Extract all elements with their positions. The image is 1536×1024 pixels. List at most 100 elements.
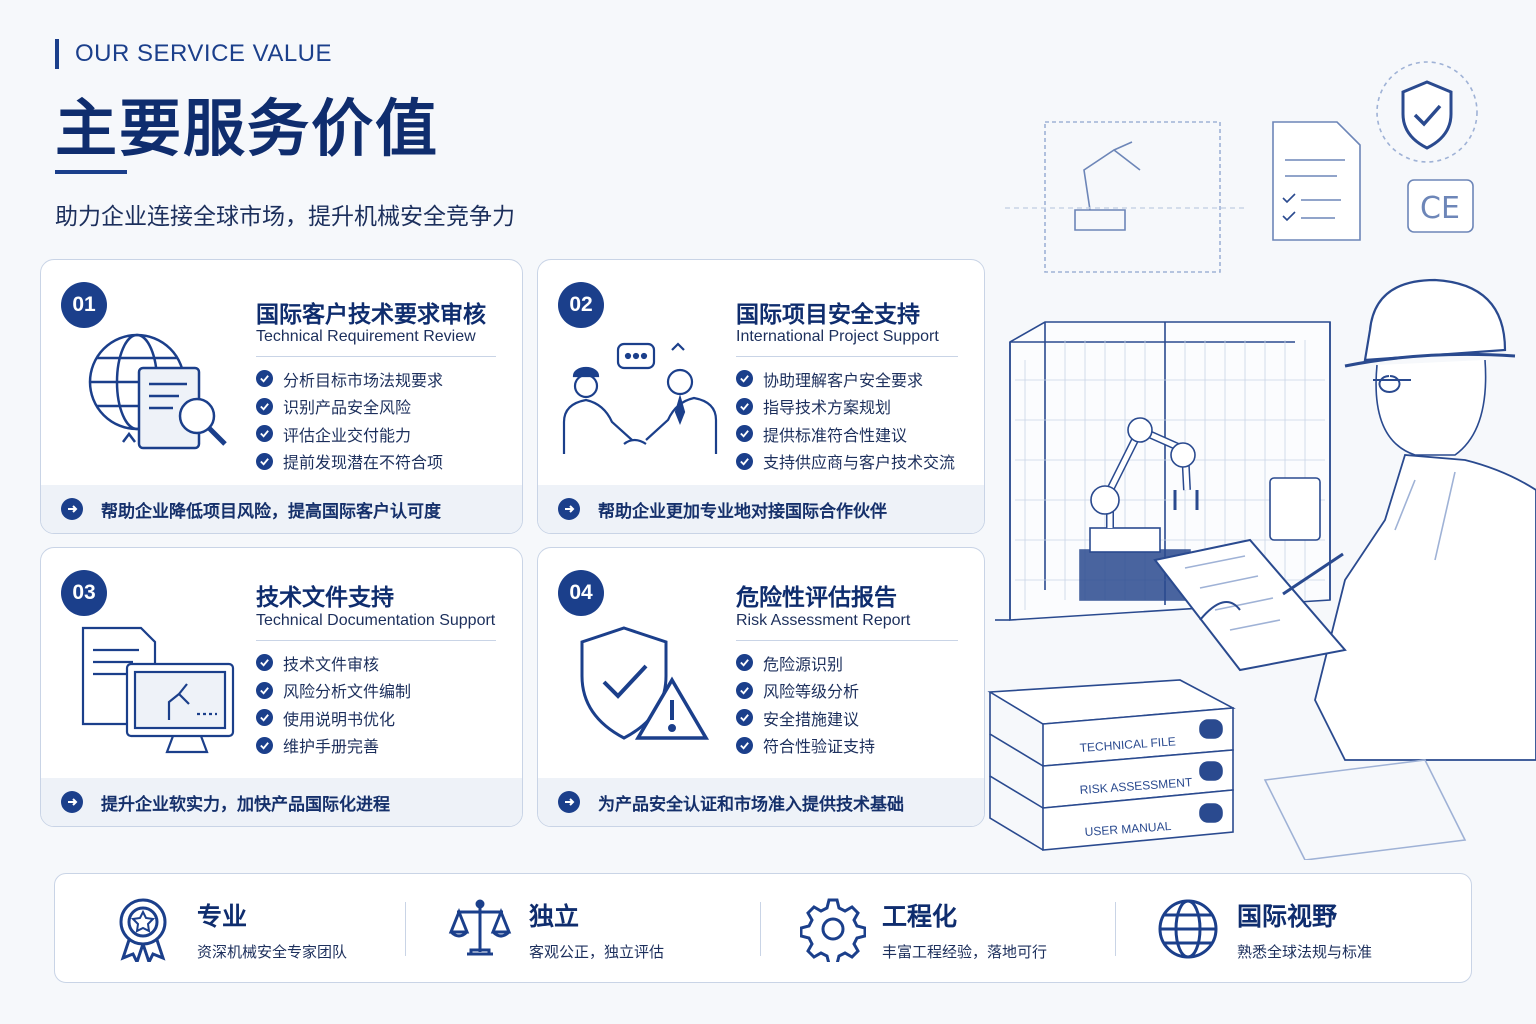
list-item: 安全措施建议 [736,704,875,732]
binder-label: TECHNICAL FILE [1079,734,1176,755]
card-footer: 提升企业软实力，加快产品国际化进程 [41,778,522,826]
check-icon [256,370,273,388]
list-item: 评估企业交付能力 [256,420,443,448]
value-title: 工程化 [882,901,958,931]
card-title: 技术文件支持 [256,585,394,611]
check-icon [256,425,273,443]
scales-icon [448,899,512,956]
award-ribbon-icon [119,898,167,962]
list-item: 使用说明书优化 [256,704,411,732]
arrow-right-icon [61,791,83,813]
value-desc: 客观公正，独立评估 [529,942,665,961]
check-icon [256,681,273,699]
arrow-right-icon [558,791,580,813]
card-number-badge: 03 [61,570,107,616]
shield-warning-icon [580,626,710,740]
shield-check-icon [1376,61,1478,163]
card-divider [736,640,958,641]
card-bullets: 技术文件审核 风险分析文件编制 使用说明书优化 维护手册完善 [256,649,411,759]
card-divider [736,356,958,357]
list-item: 识别产品安全风险 [256,393,443,421]
list-item: 提供标准符合性建议 [736,420,955,448]
list-item: 分析目标市场法规要求 [256,365,443,393]
divider [1115,902,1116,956]
card-subtitle: Risk Assessment Report [736,612,911,629]
list-item: 危险源识别 [736,649,875,677]
card-number-badge: 04 [558,570,604,616]
globe-icon [1158,899,1218,959]
check-icon [256,736,273,754]
title-underline [55,170,127,174]
page-subtitle: 助力企业连接全球市场，提升机械安全竞争力 [55,204,515,230]
check-icon [736,397,753,415]
list-item: 协助理解客户安全要求 [736,365,955,393]
check-icon [736,370,753,388]
divider [760,902,761,956]
page-title: 主要服务价值 [55,92,440,165]
eyebrow-text: OUR SERVICE VALUE [75,40,333,67]
value-title: 独立 [529,901,580,931]
value-item-engineering: 工程化 丰富工程经验，落地可行 [800,874,1047,984]
binder-label: USER MANUAL [1084,819,1172,839]
list-item: 支持供应商与客户技术交流 [736,448,955,476]
card-footer: 为产品安全认证和市场准入提供技术基础 [538,778,984,826]
card-subtitle: International Project Support [736,328,939,345]
divider [405,902,406,956]
card-footer: 帮助企业更加专业地对接国际合作伙伴 [538,485,984,533]
checklist-document-icon [1272,121,1361,241]
check-icon [736,654,753,672]
service-card-03: 03 技术文件支持 Technical Documentation Suppor… [40,547,523,827]
card-title: 国际客户技术要求审核 [256,302,486,328]
list-item: 符合性验证支持 [736,732,875,760]
eyebrow-bar [55,39,59,69]
value-title: 国际视野 [1237,901,1338,931]
list-item: 技术文件审核 [256,649,411,677]
value-desc: 丰富工程经验，落地可行 [882,942,1048,961]
list-item: 风险分析文件编制 [256,677,411,705]
value-desc: 熟悉全球法规与标准 [1237,942,1373,961]
core-values-strip: 专业 资深机械安全专家团队 独立 客观公正，独立评估 工程化 丰富工程经验，落地… [54,873,1472,983]
documents-monitor-icon [81,626,235,754]
arrow-right-icon [558,498,580,520]
service-card-02: 02 国际项目安全支持 International Project Suppor… [537,259,985,534]
value-desc: 资深机械安全专家团队 [197,942,348,961]
card-subtitle: Technical Requirement Review [256,328,476,345]
check-icon [736,681,753,699]
gear-icon [800,898,866,962]
value-item-professional: 专业 资深机械安全专家团队 [115,874,347,984]
card-footer: 帮助企业降低项目风险，提高国际客户认可度 [41,485,522,533]
check-icon [256,709,273,727]
handshake-icon [562,342,718,454]
binder-stack: TECHNICAL FILE RISK ASSESSMENT USER MANU… [987,679,1236,851]
value-title: 专业 [197,901,248,931]
service-card-04: 04 危险性评估报告 Risk Assessment Report 危险源识别 … [537,547,985,827]
check-icon [256,397,273,415]
value-item-global: 国际视野 熟悉全球法规与标准 [1155,874,1372,984]
globe-document-icon [88,333,227,450]
list-item: 维护手册完善 [256,732,411,760]
service-card-01: 01 国际客户技术要求审核 Technical Requirement Revi… [40,259,523,534]
eyebrow: OUR SERVICE VALUE [55,38,332,70]
card-bullets: 分析目标市场法规要求 识别产品安全风险 评估企业交付能力 提前发现潜在不符合项 [256,365,443,475]
check-icon [256,452,273,470]
list-item: 风险等级分析 [736,677,875,705]
card-bullets: 危险源识别 风险等级分析 安全措施建议 符合性验证支持 [736,649,875,759]
arrow-right-icon [61,498,83,520]
check-icon [736,709,753,727]
engineer-robot-cell-illustration: CE TECHNICAL FILE RISK ASSESSMENT U [987,61,1536,860]
card-title: 危险性评估报告 [736,585,897,611]
card-number-badge: 01 [61,282,107,328]
card-divider [256,356,496,357]
card-divider [256,640,496,641]
check-icon [256,654,273,672]
check-icon [736,452,753,470]
check-icon [736,425,753,443]
list-item: 提前发现潜在不符合项 [256,448,443,476]
card-title: 国际项目安全支持 [736,302,920,328]
value-item-independent: 独立 客观公正，独立评估 [447,874,664,984]
list-item: 指导技术方案规划 [736,393,955,421]
card-bullets: 协助理解客户安全要求 指导技术方案规划 提供标准符合性建议 支持供应商与客户技术… [736,365,955,475]
card-number-badge: 02 [558,282,604,328]
check-icon [736,736,753,754]
ce-mark-label: CE [1420,191,1460,226]
